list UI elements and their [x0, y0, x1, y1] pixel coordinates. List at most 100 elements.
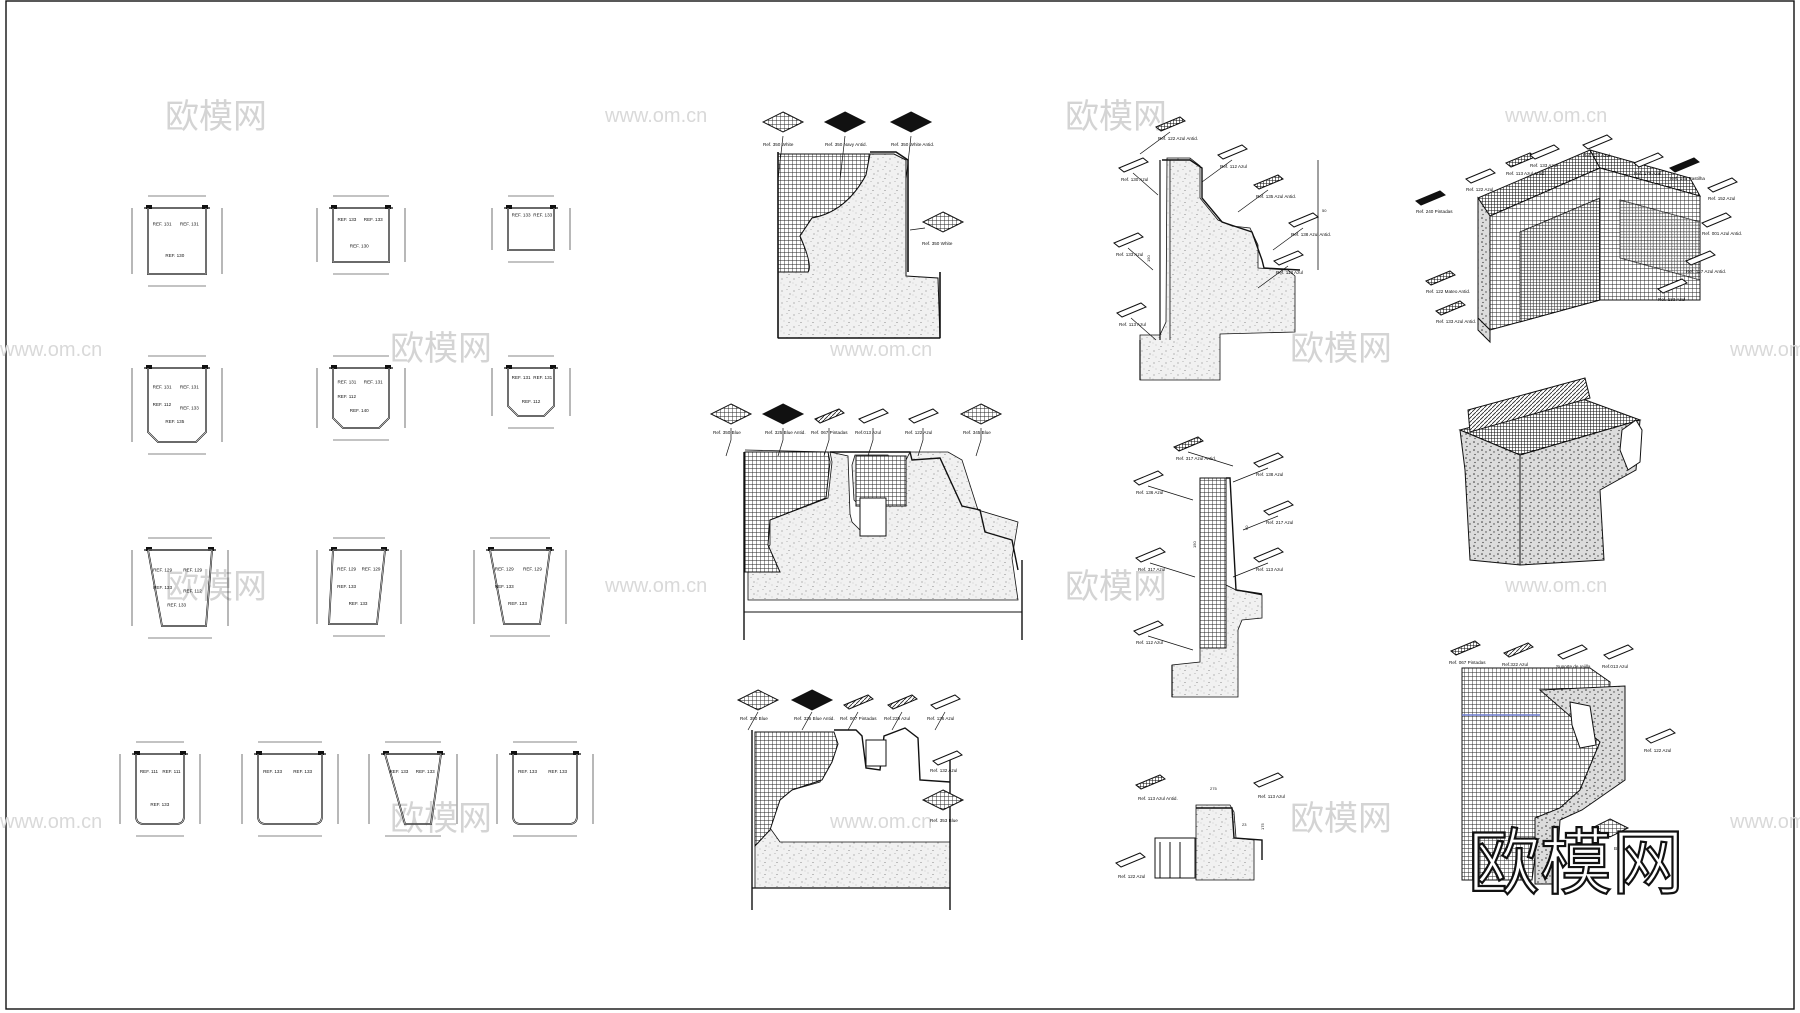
channel-inner: [147, 368, 207, 443]
channel-inner: [257, 754, 323, 825]
callout-label: REF. 133: [349, 601, 368, 606]
watermark-url: www.om.cn: [1504, 105, 1607, 127]
coping-cap: [331, 365, 337, 369]
leader-line: [801, 711, 813, 731]
tile-swatch: [1450, 640, 1481, 656]
watermark-url: www.om.cn: [1504, 575, 1607, 597]
leader-line: [1232, 467, 1269, 483]
tile-swatch: [1645, 728, 1676, 744]
watermark-url: www.om.cn: [0, 339, 102, 361]
channel-inner: [147, 208, 207, 275]
pool-edge-section-1: [777, 151, 941, 339]
callout-label: REF. 129: [153, 567, 172, 572]
leader-line: [777, 428, 784, 457]
coping-cap: [437, 751, 443, 755]
callout-label: Ref. 350 White: [763, 142, 794, 147]
tile-swatch: [843, 694, 874, 710]
tile-swatch: [1557, 644, 1588, 660]
coping-cap: [134, 751, 140, 755]
callout-label: Ref. 113 Azul Antid.: [1506, 171, 1546, 176]
callout-label: Ref. 145 Pastilha: [1670, 176, 1705, 181]
callout-label: Ref.322 Azul: [1502, 662, 1528, 667]
callout-label: REF. 133: [548, 769, 567, 774]
tile-swatch: [1217, 144, 1248, 160]
sheet-frame: [5, 0, 1795, 1010]
coping-cap: [331, 205, 337, 209]
callout-label: 150: [1192, 541, 1197, 548]
callout-label: Ref. 130 Azul: [1121, 177, 1148, 182]
callout-label: Ref. 240 Pintadas: [1416, 209, 1453, 214]
callout-label: REF. 135: [165, 419, 184, 424]
callout-label: REF. 131: [533, 375, 552, 380]
callout-label: Ref. 113 Azul: [1258, 794, 1285, 799]
callout-label: Ref. 138 Azul Antid.: [1291, 232, 1331, 237]
callout-label: 23: [1242, 822, 1247, 827]
coping-cap: [385, 365, 391, 369]
watermark-url: www.om.cn: [604, 575, 707, 597]
coping-cap: [488, 547, 494, 551]
coping-cap: [146, 365, 152, 369]
watermark-url: www.om.cn: [829, 811, 932, 833]
callout-label: REF. 133: [416, 769, 435, 774]
coping-cap: [550, 205, 556, 209]
channel-inner: [384, 753, 442, 825]
callout-label: REF. 133: [495, 584, 514, 589]
tile-swatch: [1603, 644, 1634, 660]
callout-label: Ref. 325 Blue Antid.: [765, 430, 806, 435]
callout-label: Ref. 133 Azul: [1658, 297, 1685, 302]
callout-label: REF. 133: [364, 217, 383, 222]
leader-line: [1187, 451, 1234, 467]
coping-cap: [318, 751, 324, 755]
callout-label: Ref. 122 Azul: [1466, 187, 1493, 192]
callout-label: Ref. 135 Azul Antid.: [1256, 194, 1296, 199]
coping-cap: [506, 365, 512, 369]
callout-label: Ref. 138 Azul: [1256, 472, 1283, 477]
callout-label: Ref. 133 Azul: [1116, 252, 1143, 257]
leader-line: [917, 428, 924, 457]
callout-label: Ref. 113 Azul Antid.: [1138, 796, 1178, 801]
tile-swatch: [1118, 157, 1149, 173]
wall-section-2: [1171, 477, 1263, 698]
callout-label: REF. 140: [350, 408, 369, 413]
callout-label: REF. 133: [153, 585, 172, 590]
logo: 欧模网: [1468, 821, 1684, 905]
callout-label: REF. 133: [180, 405, 199, 410]
coping-cap: [383, 751, 389, 755]
callout-label: REF. 112: [153, 402, 172, 407]
callout-label: REF. 129: [523, 567, 542, 572]
callout-label: REF. 131: [512, 375, 531, 380]
channel-inner: [135, 754, 185, 825]
tile-swatch: [1133, 470, 1164, 486]
callout-label: REF. 133: [533, 213, 552, 218]
callout-label: Ref. 122 Azul: [1118, 874, 1145, 879]
channel-inner: [328, 549, 386, 625]
callout-label: REF. 129: [495, 567, 514, 572]
leader-line: [847, 711, 859, 731]
callout-label: Ref. 317 Azul Antid.: [1176, 456, 1216, 461]
isometric-skimmer-section: [1461, 667, 1626, 885]
callout-label: REF. 133: [508, 601, 527, 606]
callout-label: REF. 133: [167, 603, 186, 608]
callout-label: REF. 133: [518, 769, 537, 774]
isometric-coping-block: [1458, 377, 1643, 566]
tile-swatch: [1657, 278, 1688, 294]
callout-label: REF. 129: [183, 567, 202, 572]
callout-label: Ref.013 Azul: [855, 430, 881, 435]
tile-swatch: [1135, 774, 1166, 790]
pool-edge-section-2: [743, 449, 1023, 640]
callout-label: REF. 131: [153, 385, 172, 390]
coping-cap: [331, 547, 337, 551]
callout-label: REF. 131: [364, 379, 383, 384]
tile-swatch: [1273, 250, 1304, 266]
callout-label: Ref. 067 Pintadas: [1449, 660, 1486, 665]
callout-label: Ref. 350 Blue: [740, 716, 768, 721]
callout-label: Ref. 113 Azul: [1256, 567, 1283, 572]
callout-label: REF. 133: [337, 584, 356, 589]
coping-cap: [256, 751, 262, 755]
callout-label: 60: [1244, 525, 1249, 530]
tile-swatch: [1503, 642, 1534, 658]
tile-swatch: [959, 403, 1003, 425]
tile-swatch: [887, 694, 918, 710]
